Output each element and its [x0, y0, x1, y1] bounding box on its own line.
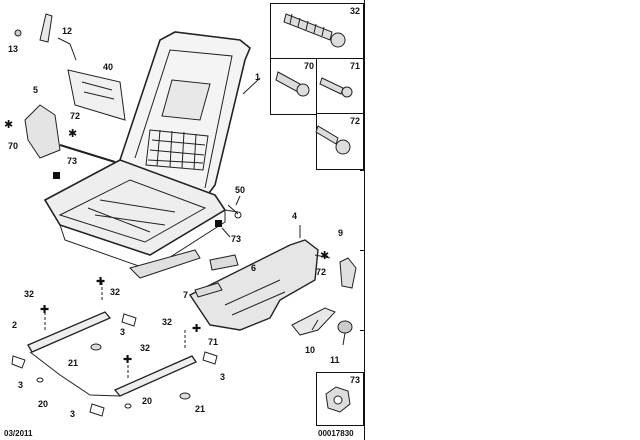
callout-3-d: 3	[70, 409, 76, 419]
part-11-cap	[337, 320, 353, 334]
part-12-lever	[39, 13, 53, 43]
callout-10: 10	[305, 345, 316, 355]
fastener-box-72-label: 72	[349, 116, 360, 126]
callout-32-b: 32	[110, 287, 121, 297]
callout-32-a: 32	[24, 289, 35, 299]
washer-21-b	[179, 392, 191, 400]
border-tick	[360, 170, 365, 171]
callout-1: 1	[255, 72, 261, 82]
marker-cross-32-b: ✚	[96, 275, 106, 288]
marker-cross-71: ✚	[192, 322, 202, 335]
marker-star-72-b: ✱	[320, 249, 330, 262]
callout-71: 71	[208, 337, 219, 347]
part-6-trim	[209, 254, 239, 271]
callout-21-a: 21	[68, 358, 79, 368]
callout-73-a: 73	[67, 156, 78, 166]
callout-32-c: 32	[140, 343, 151, 353]
callout-4: 4	[292, 211, 298, 221]
marker-star-70: ✱	[4, 118, 14, 131]
callout-50: 50	[235, 185, 246, 195]
callout-7: 7	[183, 290, 189, 300]
callout-9: 9	[338, 228, 344, 238]
callout-32-d: 32	[162, 317, 173, 327]
part-5-cover	[24, 104, 61, 159]
fastener-box-70-label: 70	[303, 61, 314, 71]
footer-date: 03/2011	[4, 429, 33, 438]
marker-square-73-a	[53, 172, 60, 179]
washer-21-a	[90, 343, 102, 351]
callout-72-a: 72	[70, 111, 81, 121]
footer-ref: 00017830	[318, 429, 354, 438]
part-10-lever	[291, 307, 336, 336]
marker-square-73-b	[215, 220, 222, 227]
part-4-side-trim	[188, 239, 319, 331]
right-border-line	[364, 0, 365, 440]
fastener-box-73-label: 73	[349, 375, 360, 385]
part-7-trim	[194, 282, 223, 298]
seat-back-frame	[119, 31, 251, 211]
border-tick	[360, 330, 365, 331]
callout-72-b: 72	[316, 267, 327, 277]
marker-cross-32-a: ✚	[40, 303, 50, 316]
callout-21-b: 21	[195, 404, 206, 414]
callout-70: 70	[8, 141, 19, 151]
seat-base-frame	[43, 159, 239, 279]
callout-5: 5	[33, 85, 39, 95]
spacer-20-a	[36, 377, 44, 383]
spacer-20-b	[124, 403, 132, 409]
fastener-box-32: 32	[270, 3, 364, 60]
callout-20-a: 20	[38, 399, 49, 409]
callout-3-c: 3	[220, 372, 226, 382]
callout-6: 6	[251, 263, 257, 273]
seat-rails	[27, 311, 197, 397]
callout-73-b: 73	[231, 234, 242, 244]
callout-2: 2	[12, 320, 18, 330]
callout-11: 11	[330, 355, 340, 365]
callout-3-a: 3	[18, 380, 24, 390]
part-9-knob	[339, 257, 357, 289]
fastener-box-71: 71	[316, 58, 364, 115]
fastener-box-32-label: 32	[349, 6, 360, 16]
marker-cross-32-c: ✚	[123, 353, 133, 366]
border-tick	[360, 250, 365, 251]
fastener-box-70: 70	[270, 58, 318, 115]
fastener-box-71-label: 71	[349, 61, 360, 71]
callout-40: 40	[103, 62, 114, 72]
bolts-32	[44, 282, 186, 378]
marker-star-72-a: ✱	[68, 127, 78, 140]
fastener-box-73: 73	[316, 372, 364, 426]
callout-13: 13	[8, 44, 19, 54]
clips-3	[11, 313, 218, 417]
fastener-box-72: 72	[316, 113, 364, 170]
callout-20-b: 20	[142, 396, 153, 406]
callout-3-b: 3	[120, 327, 126, 337]
callout-12: 12	[62, 26, 73, 36]
